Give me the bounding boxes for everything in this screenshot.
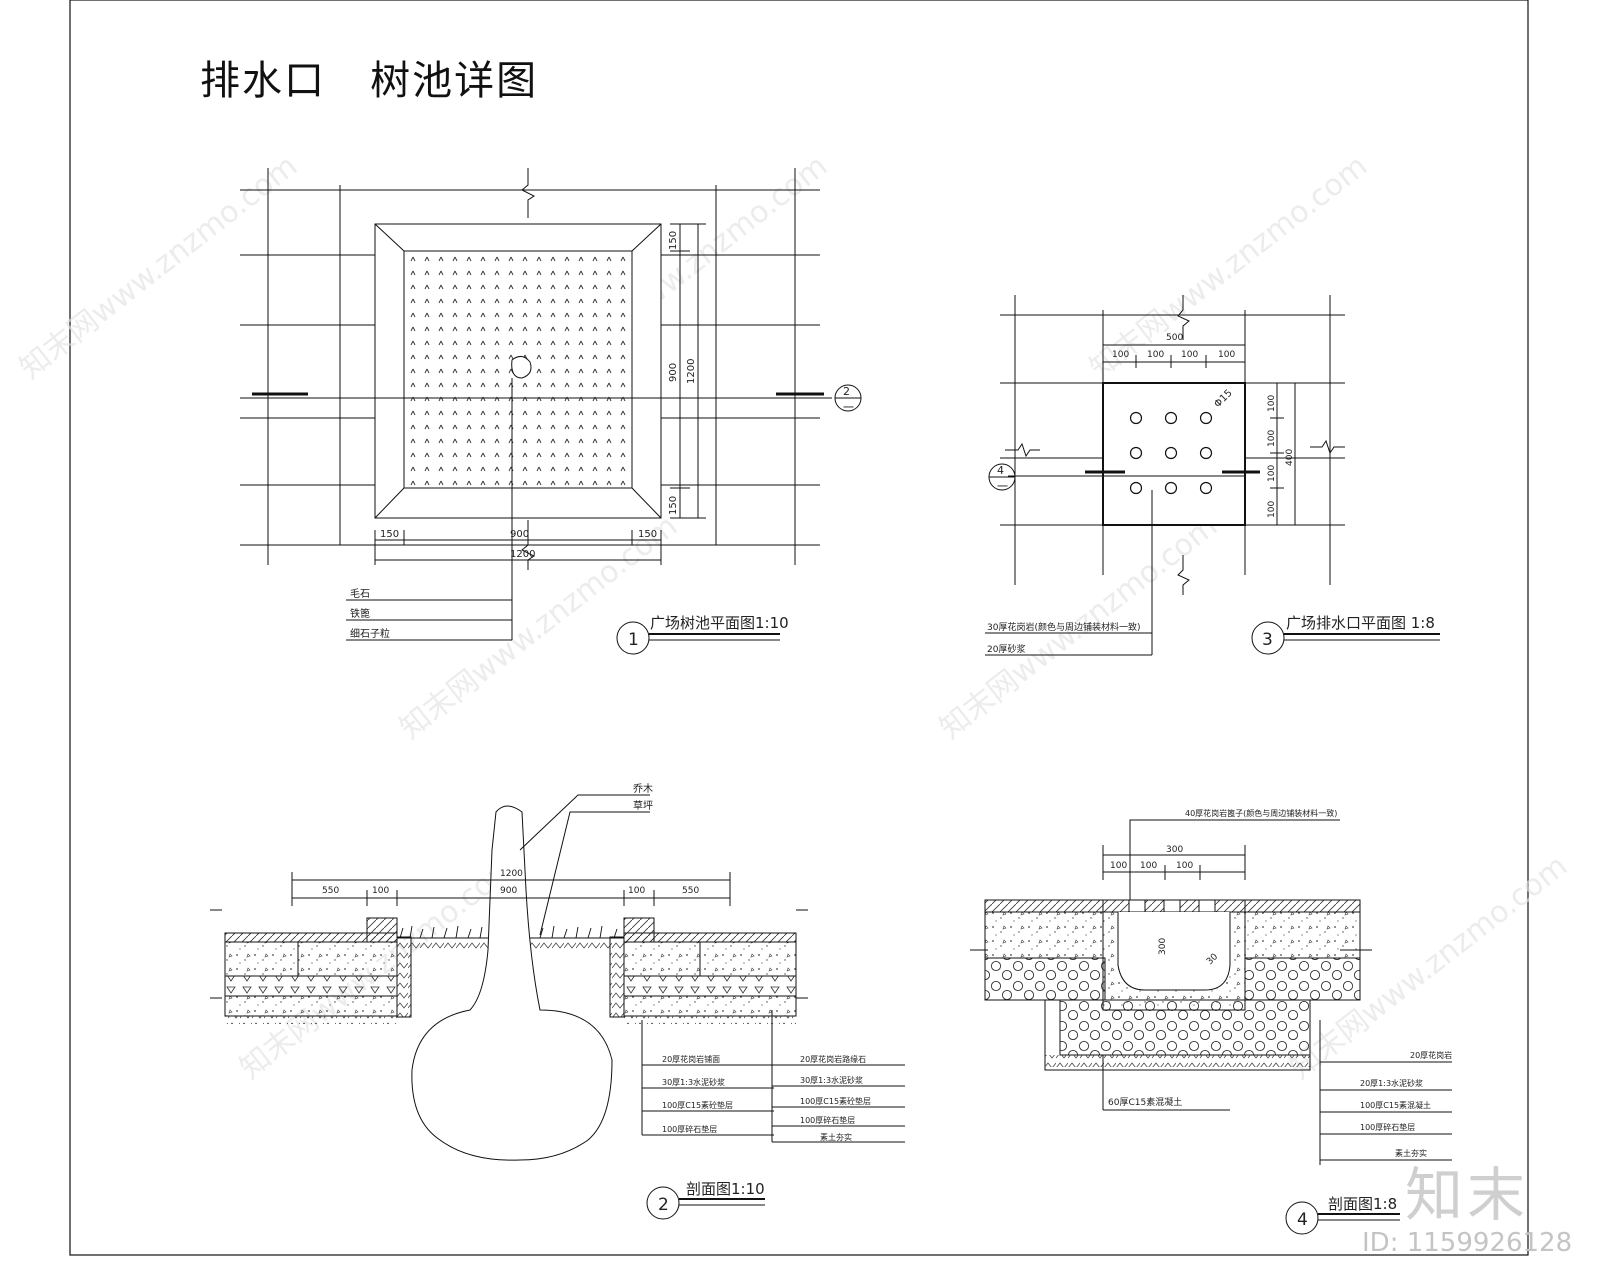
- leader-label-2: 20厚砂浆: [987, 643, 1025, 655]
- sheet-title: 排水口 树池详图: [200, 58, 539, 104]
- drain-plan: [985, 295, 1440, 656]
- layer-right-1: 20厚花岗岩路缘石: [800, 1054, 866, 1064]
- tree-label: 乔木: [633, 783, 653, 795]
- sheet-ref-sheet: 一: [997, 480, 1008, 493]
- dim-2: 100: [1140, 861, 1157, 871]
- drain-hole: [1199, 411, 1213, 425]
- sheet-ref-number: 2: [843, 385, 850, 398]
- sheet-ref-number: 4: [997, 464, 1004, 477]
- leader-label-2: 铁篦: [350, 607, 370, 620]
- top-note: 40厚花岗岩篦子(颜色与周边铺装材料一致): [1185, 808, 1337, 818]
- drawing-caption: 广场排水口平面图 1:8: [1286, 614, 1435, 632]
- tree-pit-section-text: 乔木 草坪 550 100 900 100 550 1200 20厚花岗岩铺面 …: [322, 783, 871, 1215]
- layer-left-1: 20厚花岗岩铺面: [662, 1054, 720, 1064]
- drawing-number: 3: [1262, 630, 1273, 650]
- dim-top-4: 100: [1218, 350, 1235, 360]
- drain-hole: [1199, 446, 1213, 460]
- drain-holes: [1129, 411, 1213, 495]
- dim-right-total: 400: [1285, 449, 1295, 466]
- drain-section-text: 40厚花岗岩篦子(颜色与周边铺装材料一致) 300 100 100 100 30…: [1108, 808, 1452, 1230]
- layer-right-5: 素土夯实: [820, 1132, 852, 1142]
- watermark-text: 知末网www.znzmo.com: [393, 508, 684, 746]
- layer-5: 素土夯实: [1395, 1148, 1427, 1158]
- layer-right-3: 100厚C15素砼垫层: [800, 1096, 871, 1106]
- dim-middle: 900: [668, 363, 679, 382]
- drawing-number: 1: [628, 630, 639, 650]
- drain-hole: [1164, 446, 1178, 460]
- layer-4: 100厚碎石垫层: [1360, 1122, 1415, 1132]
- layer-2: 20厚1:3水泥砂浆: [1360, 1078, 1423, 1088]
- dim-left: 150: [380, 529, 399, 540]
- drain-hole: [1199, 481, 1213, 495]
- tree-pit-plan: [240, 168, 862, 655]
- layer-3: 100厚C15素混凝土: [1360, 1100, 1431, 1110]
- layer-right-2: 30厚1:3水泥砂浆: [800, 1075, 863, 1085]
- drawing-caption: 剖面图1:10: [686, 1180, 765, 1198]
- leader-label-1: 30厚花岗岩(颜色与周边铺装材料一致): [987, 621, 1140, 633]
- dim-4: 100: [628, 886, 645, 896]
- layer-1: 20厚花岗岩: [1410, 1050, 1452, 1060]
- layer-left-4: 100厚碎石垫层: [662, 1124, 717, 1134]
- watermark-text: 知末网www.znzmo.com: [13, 148, 304, 386]
- dim-top-1: 100: [1112, 350, 1129, 360]
- drain-hole: [1129, 411, 1143, 425]
- layer-left-3: 100厚C15素砼垫层: [662, 1100, 733, 1110]
- leader-label-3: 细石子粒: [350, 627, 390, 640]
- dim-top-3: 100: [1181, 350, 1198, 360]
- dim-3: 100: [1176, 861, 1193, 871]
- drain-hole: [1164, 411, 1178, 425]
- dim-bottom: 150: [668, 496, 679, 515]
- sheet-frame: [69, 0, 1529, 1256]
- dim-5: 550: [682, 886, 699, 896]
- dim-3: 900: [500, 886, 517, 896]
- dim-top-total: 500: [1166, 333, 1183, 343]
- drawing-number: 2: [658, 1195, 669, 1215]
- bottom-note: 60厚C15素混凝土: [1108, 1096, 1182, 1108]
- dim-top: 150: [668, 231, 679, 250]
- drawing-number: 4: [1297, 1210, 1308, 1230]
- grass-label: 草坪: [633, 799, 653, 812]
- dim-right-3: 100: [1267, 465, 1277, 482]
- dim-center: 900: [510, 529, 529, 540]
- dim-right-1: 100: [1267, 395, 1277, 412]
- dim-right: 150: [638, 529, 657, 540]
- dim-1: 550: [322, 886, 339, 896]
- layer-left-2: 30厚1:3水泥砂浆: [662, 1077, 725, 1087]
- dim-total: 1200: [510, 549, 535, 560]
- dim-2: 100: [372, 886, 389, 896]
- dim-total: 300: [1166, 845, 1183, 855]
- drawing-caption: 剖面图1:8: [1328, 1195, 1397, 1213]
- tree-pit-section: [210, 794, 905, 1220]
- brand-watermark: 知末: [1405, 1161, 1530, 1229]
- sheet-ref-sheet: 一: [843, 401, 854, 414]
- leader-label-1: 毛石: [350, 588, 370, 600]
- dim-top-2: 100: [1147, 350, 1164, 360]
- drain-section: [970, 819, 1452, 1235]
- tree-pit-plan-text: 2 一 150 900 1200 150 150 900 150 1200 毛石…: [350, 231, 854, 650]
- dim-total: 1200: [500, 869, 523, 879]
- drain-hole: [1129, 481, 1143, 495]
- layer-right-4: 100厚碎石垫层: [800, 1115, 855, 1125]
- drain-hole: [1164, 481, 1178, 495]
- drain-plan-text: 4 一 500 100 100 100 100 100 100 100 100 …: [987, 333, 1435, 655]
- inner-dim-depth: 300: [1158, 938, 1168, 955]
- dim-right-2: 100: [1267, 430, 1277, 447]
- id-watermark: ID: 1159926128: [1362, 1228, 1573, 1258]
- drain-hole: [1129, 446, 1143, 460]
- dim-1: 100: [1110, 861, 1127, 871]
- drawing-caption: 广场树池平面图1:10: [650, 614, 789, 632]
- dim-overall: 1200: [686, 359, 697, 384]
- dim-right-4: 100: [1267, 501, 1277, 518]
